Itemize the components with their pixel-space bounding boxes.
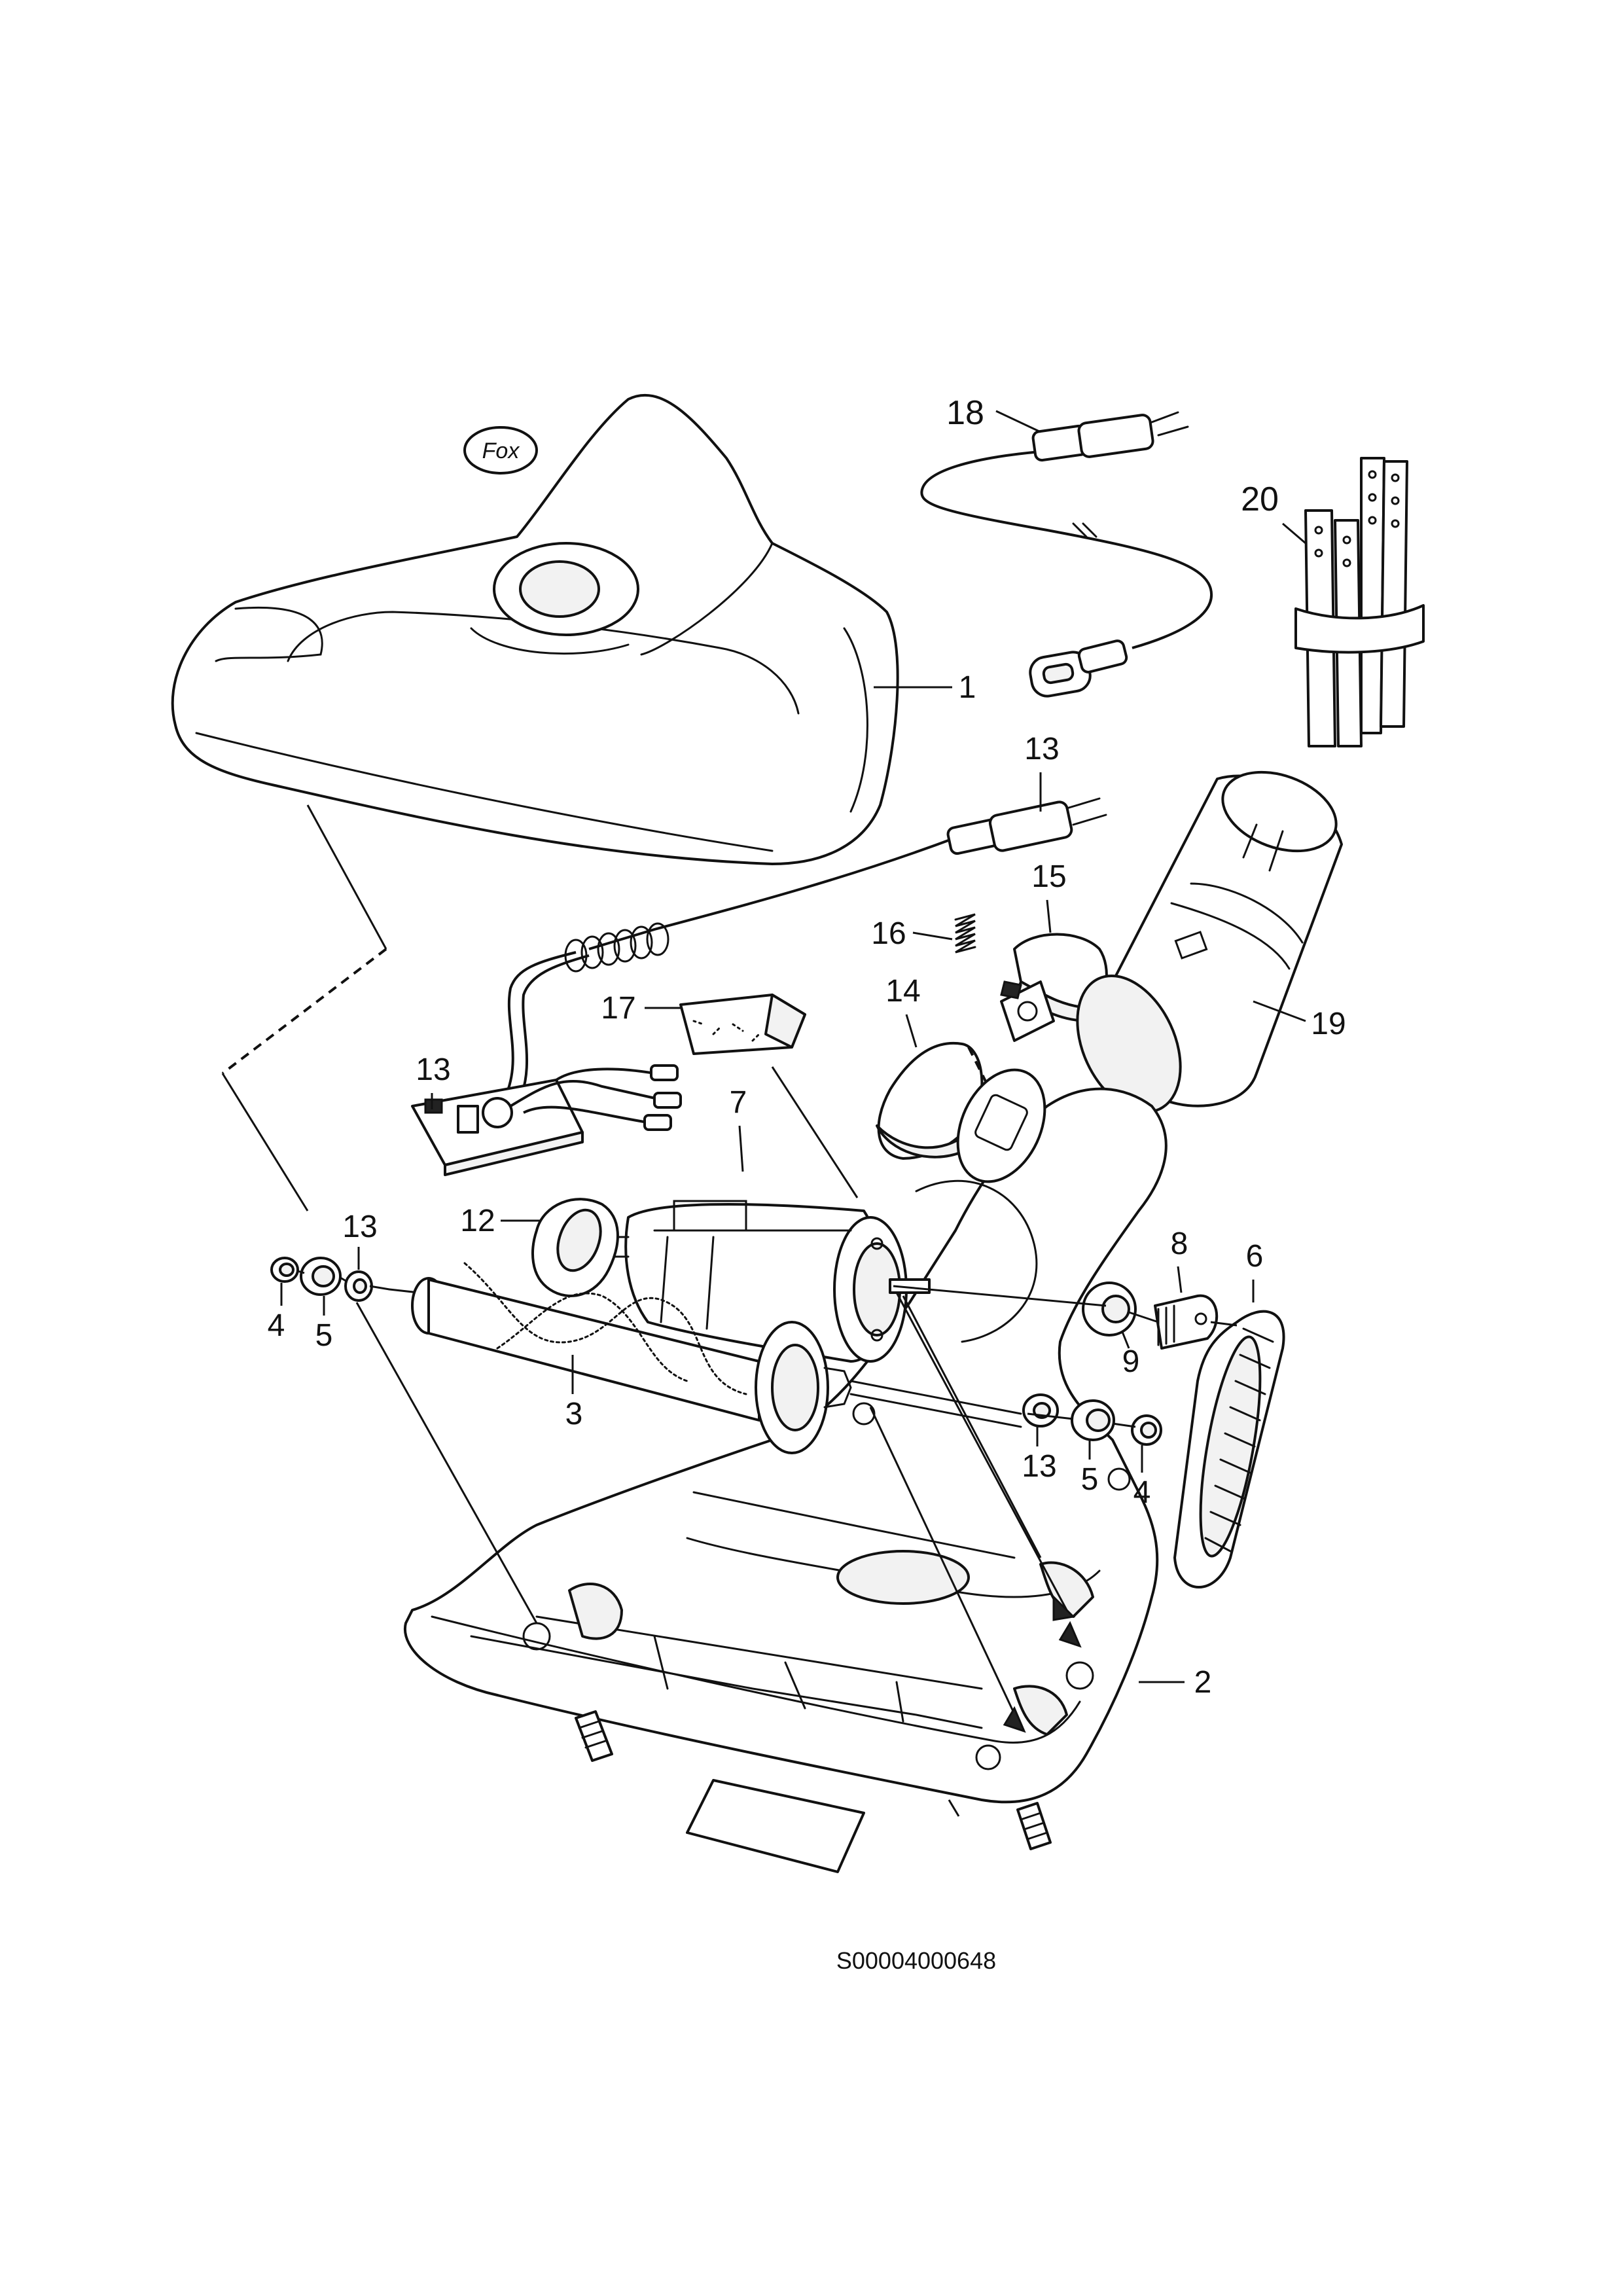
label-part-11: 13 [1024,732,1059,766]
part-13-washer-right [1022,1393,1059,1427]
label-part-2: 2 [1194,1665,1212,1700]
part-16-spring [954,913,976,954]
part-10-motor-bearing [531,1198,619,1297]
part-4-bearing-right [1131,1414,1162,1446]
brand-logo [463,426,538,475]
cable-coil [564,922,669,973]
part-4-bearing-left [270,1257,299,1283]
label-part-4-right: 4 [1133,1475,1151,1510]
label-part-16: 16 [871,916,906,951]
label-part-1: 1 [959,670,976,705]
part-7-motor [607,1200,931,1363]
screw-left [575,1710,613,1762]
label-part-19: 18 [946,394,984,432]
part-5-bearing-left [300,1257,342,1296]
label-part-9: 9 [1122,1344,1140,1379]
label-part-7: 7 [730,1085,747,1120]
label-part-10: 12 [460,1204,495,1238]
part-9-bearing [1082,1282,1137,1336]
label-part-6: 6 [1246,1239,1264,1274]
label-part-12: 13 [416,1052,450,1087]
part-8-drive-pulley [1154,1294,1219,1350]
screw-right [1016,1802,1052,1850]
part-18-tube [1076,770,1343,1113]
label-part-5-right: 5 [1081,1462,1099,1497]
part-20-cable-ties [1294,457,1425,747]
part-11-motor-cable [457,797,1107,1140]
drawing-code: S00004000648 [836,1947,996,1974]
label-part-8: 8 [1171,1227,1188,1261]
part-1-top-cover: Fox [171,394,899,865]
part-17-foam-filter [679,994,806,1055]
label-part-18: 19 [1311,1007,1346,1041]
label-part-3: 3 [565,1397,583,1431]
part-5-bearing-right [1071,1399,1115,1441]
part-12-circuit-board [411,1064,682,1176]
label-part-17: 17 [601,991,635,1026]
label-part-13-right: 13 [1022,1449,1056,1484]
part-6-drive-belt [1173,1310,1285,1588]
part-13-washer-left [344,1270,373,1302]
label-part-20: 20 [1241,480,1279,518]
label-part-15: 15 [1031,859,1066,894]
label-part-13-left: 13 [342,1210,377,1244]
label-part-5-left: 5 [315,1318,333,1353]
label-part-14: 14 [885,974,920,1009]
brand-logo-text: Fox [482,439,520,463]
label-part-4-left: 4 [268,1308,285,1343]
part-19-cable [920,411,1213,698]
part-3-brush-roller [388,1262,1022,1454]
rating-plate [686,1779,865,1873]
